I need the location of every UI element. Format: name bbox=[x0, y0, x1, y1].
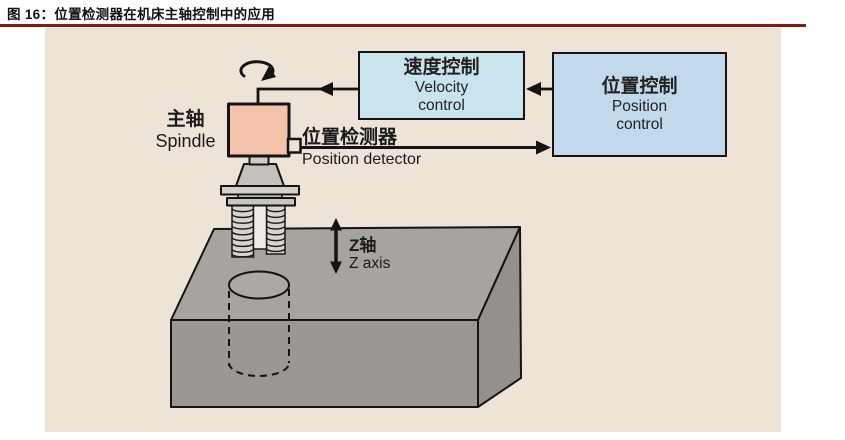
threaded-tool bbox=[231, 204, 286, 258]
velocity-control-label-zh: 速度控制 bbox=[403, 57, 480, 78]
position-control-label-en1: Position bbox=[611, 98, 668, 115]
spindle-label-en: Spindle bbox=[155, 131, 216, 151]
tool-threads-left bbox=[231, 208, 254, 258]
block-front-face bbox=[170, 319, 479, 408]
velocity-to-spindle-connector bbox=[256, 82, 359, 105]
tool-left-column bbox=[231, 204, 255, 258]
block-top-face bbox=[170, 226, 521, 321]
diagram-panel: 速度控制 Velocity control 位置控制 Position cont… bbox=[45, 28, 781, 432]
position-detector-sensor bbox=[286, 137, 302, 154]
position-detector-label-en: Position detector bbox=[302, 151, 422, 168]
flange-lower bbox=[226, 197, 296, 207]
workpiece-block bbox=[170, 226, 522, 408]
taper-cone bbox=[235, 163, 285, 187]
tool-center-slot bbox=[252, 204, 268, 250]
rotation-arrow-icon bbox=[239, 60, 276, 81]
spindle-label: 主轴 Spindle bbox=[133, 108, 238, 152]
position-control-label-en2: control bbox=[616, 115, 663, 133]
z-axis-arrow-icon bbox=[330, 218, 342, 274]
flange-upper bbox=[220, 185, 300, 196]
position-control-box: 位置控制 Position control bbox=[552, 52, 727, 157]
spindle-assembly bbox=[220, 102, 300, 207]
detector-to-position-connector bbox=[299, 140, 551, 155]
z-axis-label-zh: Z轴 bbox=[349, 236, 377, 255]
tool-threads-right bbox=[266, 208, 286, 253]
arrowhead-right bbox=[536, 140, 551, 155]
figure-title: 图 16：位置检测器在机床主轴控制中的应用 bbox=[7, 7, 276, 22]
spindle-label-zh: 主轴 bbox=[166, 109, 205, 130]
diagram-drawing bbox=[170, 60, 552, 408]
hole-hidden-outline bbox=[228, 289, 290, 377]
velocity-control-label-en2: control bbox=[418, 96, 465, 114]
velocity-control-box: 速度控制 Velocity control bbox=[358, 51, 525, 120]
title-underline-rule bbox=[0, 24, 806, 27]
arrowhead-left bbox=[318, 82, 333, 96]
z-axis-label-en: Z axis bbox=[349, 255, 391, 272]
velocity-control-label-en1: Velocity bbox=[414, 79, 469, 96]
position-detector-label-zh: 位置检测器 bbox=[302, 127, 398, 148]
position-to-velocity-connector bbox=[526, 82, 552, 96]
spindle-body bbox=[227, 102, 291, 158]
hole-opening bbox=[228, 270, 290, 300]
arrowhead-left bbox=[526, 82, 541, 96]
position-control-label-zh: 位置控制 bbox=[601, 76, 678, 97]
